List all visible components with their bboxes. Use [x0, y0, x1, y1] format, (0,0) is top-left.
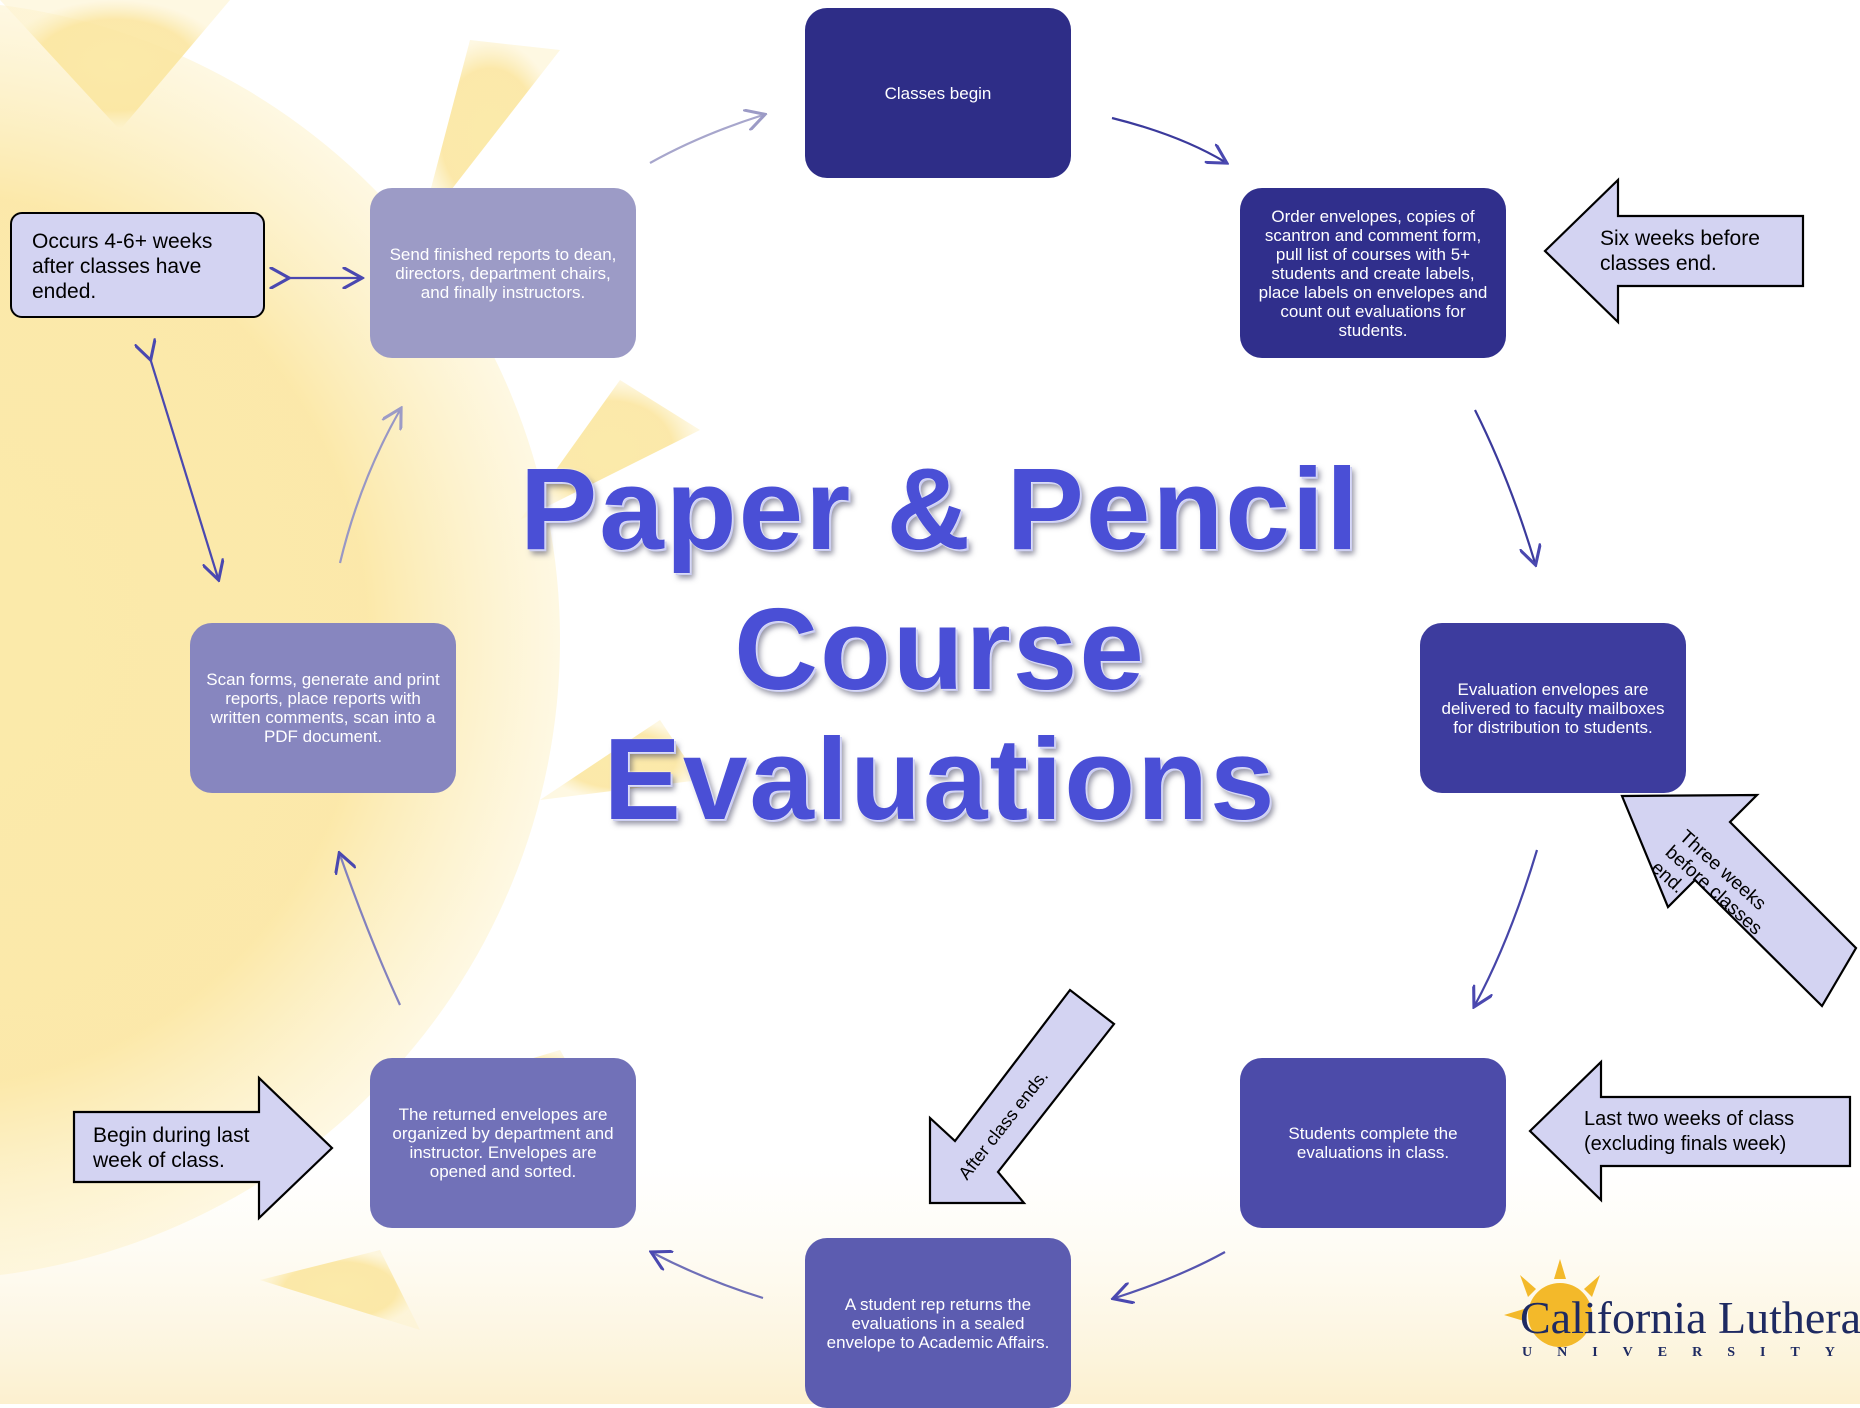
- step-order-envelopes-text: Order envelopes, copies of scantron and …: [1258, 206, 1488, 340]
- logo-name: California Lutheran: [1520, 1292, 1860, 1343]
- step-student-rep-returns-text: A student rep returns the evaluations in…: [826, 1294, 1050, 1352]
- step-envelopes-delivered-text: Evaluation envelopes are delivered to fa…: [1441, 679, 1665, 737]
- step-send-reports: Send finished reports to dean, directors…: [370, 188, 636, 358]
- logo-subtitle: UNIVERSITY: [1522, 1345, 1860, 1360]
- last-two-weeks-note: Last two weeks of class (excluding final…: [1584, 1108, 1795, 1155]
- step-envelopes-organized: The returned envelopes are organized by …: [370, 1058, 636, 1228]
- step-order-envelopes: Order envelopes, copies of scantron and …: [1240, 188, 1506, 358]
- arrow-occurs-vertical: [150, 358, 218, 578]
- arrow-3-4: [1475, 849, 1539, 1005]
- arrow-2-3: [1474, 409, 1535, 563]
- occurs-note-box: [10, 212, 265, 318]
- step-envelopes-organized-text: The returned envelopes are organized by …: [392, 1105, 614, 1181]
- step-scan-forms: Scan forms, generate and print reports, …: [190, 623, 456, 793]
- logo-sun-icon: [1504, 1259, 1600, 1347]
- title-line-3: Evaluations: [603, 714, 1277, 844]
- arrow-4-5: [1115, 1251, 1226, 1298]
- after-class-arrow-shape: [928, 988, 1116, 1205]
- step-student-rep-returns: A student rep returns the evaluations in…: [805, 1238, 1071, 1408]
- six-weeks-note: Six weeks before classes end.: [1600, 227, 1760, 275]
- title-line-1: Paper & Pencil: [519, 444, 1361, 574]
- arrow-5-6: [653, 1253, 764, 1300]
- university-logo: California Lutheran UNIVERSITY: [1500, 1255, 1860, 1365]
- arrow-1-2: [1111, 116, 1225, 162]
- step-send-reports-text: Send finished reports to dean, directors…: [389, 244, 617, 302]
- occurs-note-text: Occurs 4-6+ weeks after classes have end…: [32, 230, 213, 303]
- last-two-weeks-arrow-shape: [1528, 1059, 1852, 1203]
- six-weeks-arrow-shape: [1543, 177, 1805, 325]
- arrow-8-1: [649, 115, 763, 164]
- step-classes-begin: Classes begin: [805, 8, 1071, 178]
- step-envelopes-delivered: Evaluation envelopes are delivered to fa…: [1420, 623, 1686, 793]
- step-scan-forms-text: Scan forms, generate and print reports, …: [206, 670, 440, 746]
- arrow-6-7: [340, 855, 401, 1006]
- step-students-complete: Students complete the evaluations in cla…: [1240, 1058, 1506, 1228]
- begin-last-week-arrow-shape: [72, 1075, 334, 1221]
- begin-last-week-note: Begin during last week of class.: [93, 1124, 250, 1172]
- step-classes-begin-text: Classes begin: [884, 83, 992, 103]
- arrow-7-8: [338, 410, 400, 564]
- title-line-2: Course: [734, 584, 1146, 714]
- step-students-complete-text: Students complete the evaluations in cla…: [1288, 1124, 1458, 1162]
- three-weeks-arrow-shape: [1620, 793, 1858, 1008]
